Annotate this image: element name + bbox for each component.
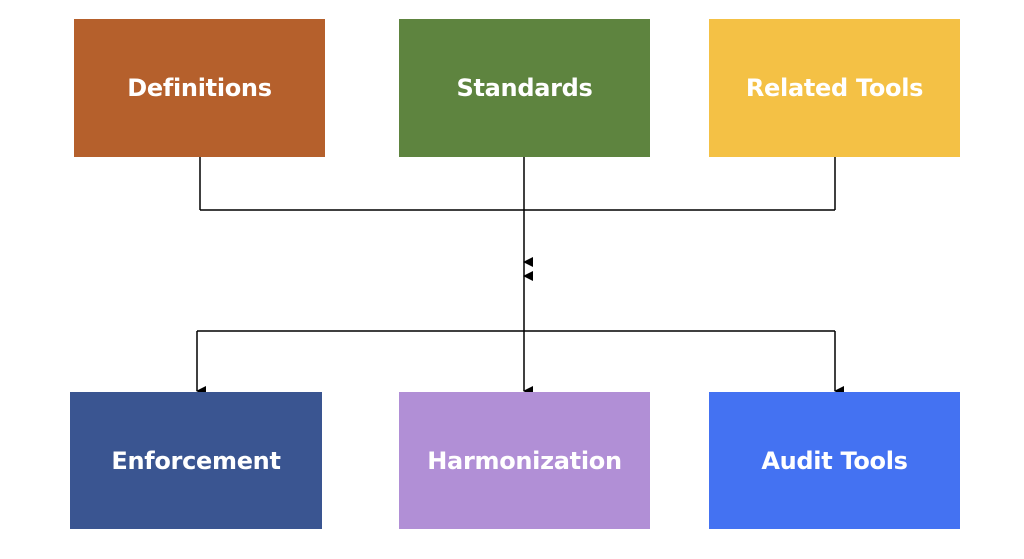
node-enforcement: Enforcement <box>70 392 322 529</box>
node-harmonization-label: Harmonization <box>427 446 622 475</box>
node-audit-tools: Audit Tools <box>709 392 960 529</box>
node-definitions-label: Definitions <box>127 74 272 102</box>
node-audit-tools-label: Audit Tools <box>761 446 908 475</box>
node-definitions: Definitions <box>74 19 325 157</box>
node-harmonization: Harmonization <box>399 392 650 529</box>
node-standards: Standards <box>399 19 650 157</box>
node-enforcement-label: Enforcement <box>111 446 281 475</box>
node-standards-label: Standards <box>456 74 593 102</box>
node-related-tools-label: Related Tools <box>745 74 924 102</box>
node-related-tools: Related Tools <box>709 19 960 157</box>
